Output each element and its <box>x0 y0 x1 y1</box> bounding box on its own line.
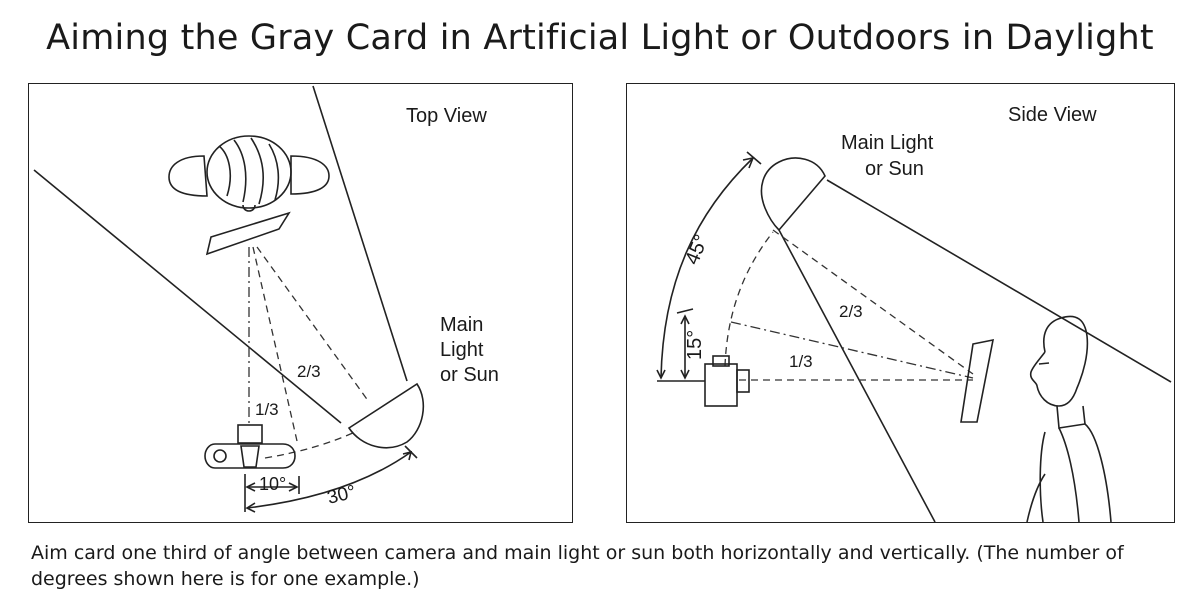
diagram-caption: Aim card one third of angle between came… <box>31 542 1124 590</box>
camera-side-view <box>704 355 750 407</box>
camera-top-view <box>204 424 296 469</box>
angle-arc-dashed <box>724 231 774 367</box>
camera-prism <box>712 355 730 367</box>
camera-body <box>704 363 738 407</box>
gray-card <box>205 211 291 256</box>
light-beam-edge-upper <box>826 179 1172 383</box>
light-beam-edge-lower <box>778 229 936 523</box>
subject-body <box>1039 423 1112 523</box>
side-view-light-label-line-1: Main Light <box>841 132 934 154</box>
main-light-icon <box>347 382 425 449</box>
top-view-light-label-line-1: Main <box>440 314 483 336</box>
top-view-diagram: Top View Main Light or Sun 2/3 1/3 10° 3… <box>33 85 499 513</box>
side-view-diagram: Side View Main Light or Sun 2/3 1/3 15° … <box>656 104 1172 523</box>
subject-top-view <box>168 135 330 212</box>
camera-body <box>204 443 296 469</box>
angle-large-arc <box>246 451 412 509</box>
angle-large-arc <box>660 157 754 379</box>
main-light-icon <box>760 157 826 232</box>
subject-shoulder <box>1026 473 1046 523</box>
card-normal-line <box>252 246 298 442</box>
light-direction-line <box>772 229 974 375</box>
top-view-light-label-line-3: or Sun <box>440 364 499 386</box>
side-view-label: Side View <box>1008 104 1097 126</box>
top-view-angle-small: 10° <box>259 474 286 494</box>
camera-knob <box>213 449 227 463</box>
gray-card <box>960 338 995 423</box>
angle-arc-dashed <box>264 430 358 459</box>
side-view-light-label-line-2: or Sun <box>865 158 924 180</box>
angle-large-tick <box>404 445 418 459</box>
light-beam-edge-right <box>312 85 408 382</box>
angle-large-tick <box>746 151 762 165</box>
camera-lens <box>736 369 750 393</box>
angle-large-arrowhead-bottom <box>656 369 666 380</box>
diagram-title: Aiming the Gray Card in Artificial Light… <box>46 18 1154 58</box>
side-view-panel: Side View Main Light or Sun 2/3 1/3 15° … <box>626 83 1175 523</box>
angle-small-arrowhead-bottom <box>680 369 690 380</box>
side-view-fraction-one-third: 1/3 <box>789 352 813 371</box>
subject-side-view <box>1026 315 1112 523</box>
top-view-label: Top View <box>406 105 487 127</box>
top-view-light-label-line-2: Light <box>440 339 484 361</box>
subject-neck <box>1056 405 1086 429</box>
card-normal-line <box>730 321 974 379</box>
angle-small-arrowhead-top <box>680 314 690 325</box>
subject-left-shoulder <box>168 155 208 197</box>
light-direction-line <box>256 246 370 403</box>
angle-small-tick <box>676 308 694 314</box>
angle-large-arrowhead-left <box>245 502 256 513</box>
subject-head <box>1036 315 1089 407</box>
side-view-fraction-two-thirds: 2/3 <box>839 302 863 321</box>
camera-lens <box>237 424 263 444</box>
top-view-panel: Top View Main Light or Sun 2/3 1/3 10° 3… <box>28 83 573 523</box>
subject-head <box>206 135 292 209</box>
subject-eye <box>1038 362 1050 365</box>
camera-prism <box>240 445 260 468</box>
subject-hair <box>218 137 280 205</box>
side-view-angle-small: 15° <box>684 330 706 360</box>
subject-face <box>1029 351 1046 387</box>
angle-small-arrowhead-left <box>245 482 256 492</box>
top-view-fraction-one-third: 1/3 <box>255 400 279 419</box>
subject-right-shoulder <box>290 155 330 195</box>
light-beam-edge-left <box>33 169 342 424</box>
angle-small-arrowhead-right <box>288 482 299 492</box>
side-view-angle-large: 45° <box>681 232 713 268</box>
top-view-angle-large: 30° <box>325 482 358 509</box>
top-view-fraction-two-thirds: 2/3 <box>297 362 321 381</box>
subject-nose <box>242 204 256 212</box>
